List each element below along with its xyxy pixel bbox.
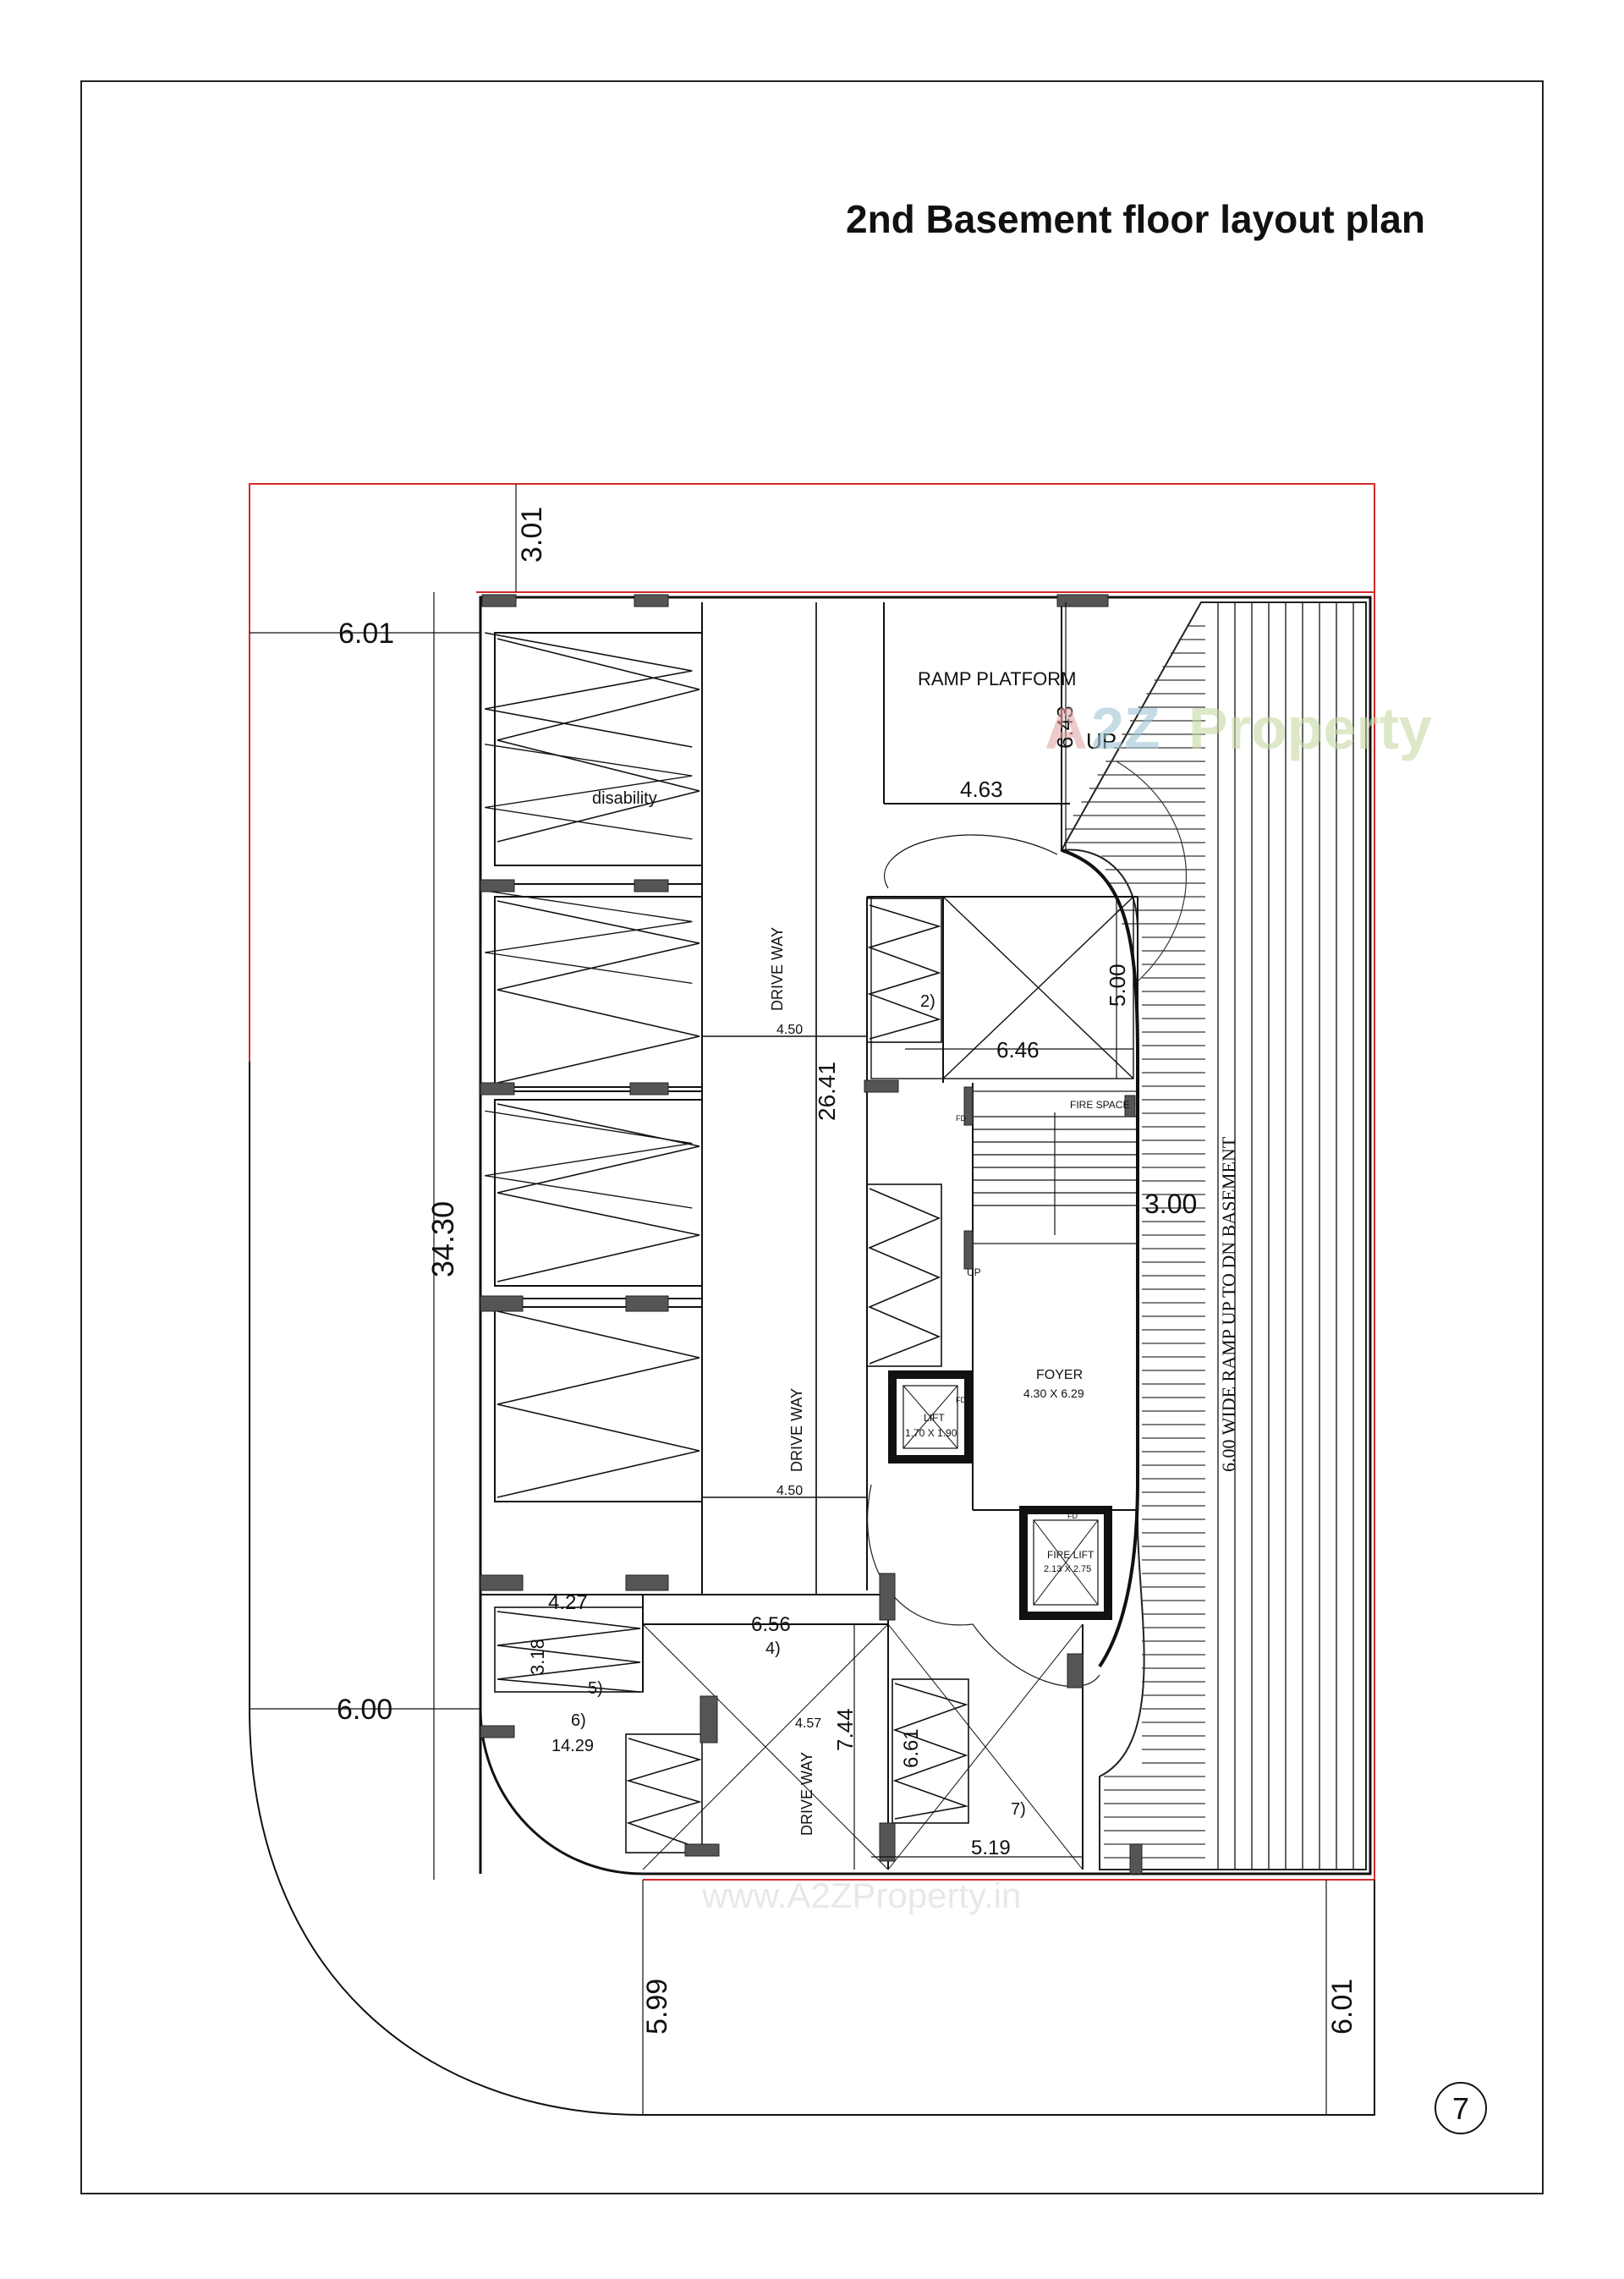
dim-driveway-length: 26.41 <box>814 1062 840 1121</box>
dim-lower-bay-b: 3.18 <box>527 1639 548 1675</box>
dim-lower-bay-c: 6.56 <box>751 1613 791 1636</box>
label-disability: disability <box>592 789 657 808</box>
driveway-lines <box>702 602 867 1595</box>
ramp-arc <box>1116 761 1187 982</box>
label-fire-lift: FIRE LIFT <box>1047 1549 1095 1561</box>
watermark-logo-z: 2Z <box>1091 695 1160 761</box>
label-mark-2: 2) <box>920 992 935 1011</box>
label-drive-way-middle: DRIVE WAY <box>788 1388 805 1472</box>
dim-ramp-platform-depth: 6.43 <box>1052 706 1078 749</box>
building-outer-wall <box>479 596 1372 1875</box>
dim-lobby-height: 5.00 <box>1105 964 1130 1007</box>
dim-lobby-width: 6.46 <box>996 1037 1040 1063</box>
label-stair-up: UP <box>967 1266 981 1278</box>
room-labels: RAMP PLATFORM UP disability DRIVE WAY DR… <box>571 668 1239 1836</box>
label-fd-lift: FD <box>956 1396 966 1404</box>
lift-shafts <box>888 1370 1112 1620</box>
dim-left-setback-lower: 6.00 <box>337 1694 392 1726</box>
watermark: A 2Z Property www.A2ZProperty.in <box>701 695 1432 1915</box>
parking-zigzags-left <box>497 638 700 1498</box>
parking-bays-left <box>484 632 703 1502</box>
label-drive-way-lower: DRIVE WAY <box>798 1752 815 1836</box>
watermark-logo-property: Property <box>1188 695 1432 761</box>
dim-ramp-platform-width: 4.63 <box>960 777 1003 802</box>
page-number: 7 <box>1452 2091 1469 2126</box>
dim-lower-bay-a: 4.27 <box>548 1591 588 1614</box>
plot-boundary <box>249 483 1375 1881</box>
label-foyer-size: 4.30 X 6.29 <box>1023 1387 1084 1400</box>
lobby-curve <box>867 1484 1100 1687</box>
dim-left-setback-upper: 6.01 <box>338 618 394 650</box>
label-mark-4: 4) <box>765 1639 781 1658</box>
page-title: 2nd Basement floor layout plan <box>846 197 1425 241</box>
ramp-hatch <box>1060 601 1367 1870</box>
dim-driveway-width-lower: 4.50 <box>776 1484 803 1498</box>
watermark-logo-a: A <box>1045 695 1088 761</box>
dim-top-setback: 3.01 <box>516 507 548 563</box>
dim-bottom-setback-left: 5.99 <box>641 1979 673 2035</box>
sheet-border <box>80 80 1544 2194</box>
label-fd-lobby: FD <box>956 1114 966 1123</box>
page-number-badge: 7 <box>1435 2082 1487 2134</box>
label-mark-7: 7) <box>1011 1800 1026 1819</box>
dim-driveway-width-upper: 4.50 <box>776 1023 803 1037</box>
dimension-text: 3.01 6.01 6.00 34.30 5.99 6.01 6.43 4.63… <box>337 507 1358 2035</box>
label-lift: LIFT <box>924 1412 945 1424</box>
road-boundary <box>249 1062 1375 2116</box>
dim-lower-bay-h: 14.29 <box>551 1737 594 1755</box>
ramp-hatch-rows <box>1064 625 1205 1859</box>
label-fire-space: FIRE SPACE <box>1070 1099 1129 1111</box>
dim-ramp-clear: 3.00 <box>1144 1189 1197 1219</box>
watermark-url: www.A2ZProperty.in <box>701 1875 1021 1915</box>
dim-lower-bay-g: 5.19 <box>971 1837 1011 1859</box>
dim-bottom-setback-right: 6.01 <box>1326 1979 1358 2035</box>
label-ramp-note: 6.00 WIDE RAMP UP TO DN BASEMENT <box>1218 1136 1239 1472</box>
parking-bays-lower <box>494 1606 1084 1870</box>
dim-lower-bay-d: 4.57 <box>795 1716 821 1731</box>
label-lift-size: 1.70 X 1.90 <box>905 1427 957 1439</box>
structural-columns <box>480 594 1143 1875</box>
label-mark-6: 6) <box>571 1711 586 1730</box>
stair-core <box>972 1090 1138 1244</box>
dim-overall-depth: 34.30 <box>425 1201 460 1277</box>
label-foyer: FOYER <box>1036 1368 1083 1382</box>
label-fd-fire-lift: FD <box>1067 1512 1078 1520</box>
dim-lower-bay-e: 7.44 <box>832 1708 858 1751</box>
label-up-ramp: UP <box>1086 728 1116 754</box>
dimension-lines <box>250 484 1327 2115</box>
label-drive-way-upper: DRIVE WAY <box>769 927 786 1011</box>
label-fire-lift-size: 2.13 X 2.75 <box>1044 1564 1091 1574</box>
label-mark-5: 5) <box>588 1679 603 1698</box>
lift-lobby <box>870 834 1134 1079</box>
dim-lower-bay-f: 6.61 <box>900 1728 923 1768</box>
label-ramp-platform: RAMP PLATFORM <box>918 668 1076 689</box>
parking-bays-core <box>866 898 942 1367</box>
